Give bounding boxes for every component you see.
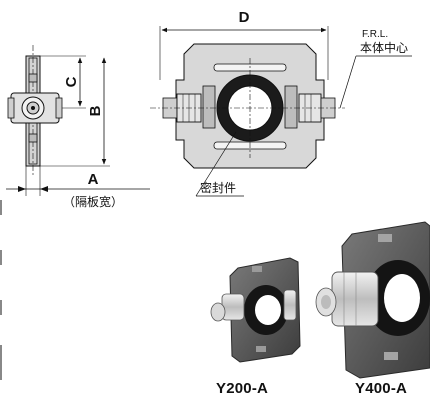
dim-c-label: C [63,76,80,87]
y200-fitting-left-cap [210,302,226,322]
y200-seal-inner [255,295,281,325]
front-tab-left [202,85,216,129]
side-screw-bottom [28,133,38,143]
photo-y200 [210,257,301,363]
partition-width-label: （隔板宽） [63,194,123,209]
model-label-y200: Y200-A [216,380,269,397]
y400-screw-bottom [384,352,398,360]
y200-fitting-right-body [283,289,297,321]
frl-label-line1: F.R.L. [362,29,388,40]
dim-a-arrow-left [18,186,26,192]
photo-y400 [315,221,430,379]
y400-screw-top [378,234,392,242]
front-fitting-left [162,93,202,123]
y200-screw-bottom [256,346,266,352]
front-fitting-right [298,93,336,123]
dim-a-label: A [88,171,99,188]
dim-d-label: D [239,9,250,26]
y400-fitting-body [331,271,379,327]
seal-label: 密封件 [200,180,236,195]
frl-label-line2: 本体中心 [360,40,408,55]
side-screw-top [28,73,38,83]
y200-fitting-left-body [221,293,245,321]
side-body-nut-left [7,97,15,119]
dim-a-arrow-right [40,186,48,192]
y400-seal-inner [384,274,420,322]
side-view: C B A （隔板宽） [6,45,150,209]
side-port-center [31,106,35,110]
front-view: D F.R.L. 本体中心 [150,9,412,197]
y400-fitting-cap-inner [321,295,331,309]
seal-leader-line [195,131,237,197]
dim-b-label: B [87,105,104,116]
y200-screw-top [252,266,262,272]
frl-leader-line [339,55,357,109]
front-tab-right [284,85,298,129]
side-body-nut-right [55,97,63,119]
model-label-y400: Y400-A [355,380,408,397]
